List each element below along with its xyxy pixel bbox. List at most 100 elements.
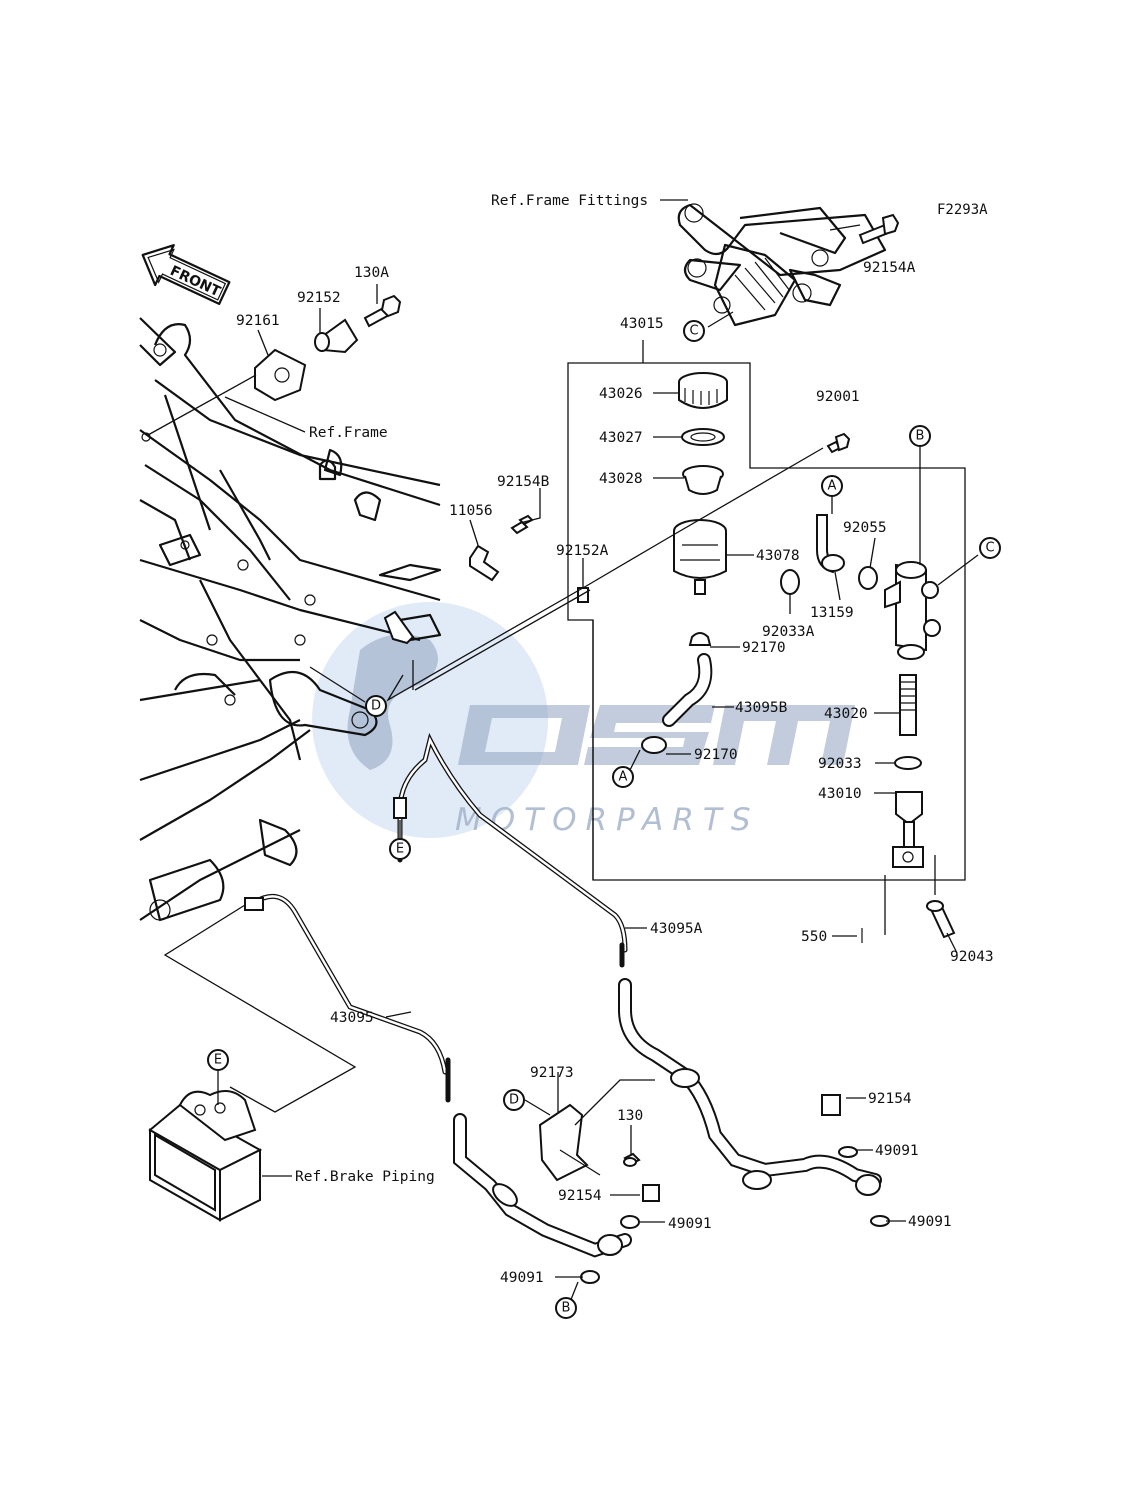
- bolt-92154B: [510, 520, 529, 535]
- label-92055: 92055: [843, 520, 887, 536]
- svg-text:A: A: [828, 479, 837, 494]
- pipe-43095A: [398, 736, 627, 952]
- banjo-lower-right: [855, 1174, 881, 1196]
- label-92173: 92173: [530, 1065, 574, 1081]
- label-92154-right: 92154: [868, 1091, 912, 1107]
- motorcycle-frame: [139, 317, 442, 922]
- label-43095: 43095: [330, 1010, 374, 1026]
- reservoir-assembly: [641, 372, 728, 754]
- part-labels: Ref.Frame Fittings Ref.Frame Ref.Brake P…: [236, 193, 994, 1286]
- front-label: FRONT: [167, 263, 223, 300]
- circlip-92033: [894, 756, 922, 770]
- label-92154B: 92154B: [497, 474, 550, 490]
- label-49091-d: 49091: [908, 1214, 952, 1230]
- svg-text:D: D: [371, 699, 381, 714]
- svg-text:E: E: [214, 1053, 222, 1068]
- svg-text:B: B: [562, 1301, 571, 1316]
- label-92161: 92161: [236, 313, 280, 329]
- clip-92170-upper: [688, 632, 712, 646]
- label-92001: 92001: [816, 389, 860, 405]
- diaphragm-plate-43027: [681, 428, 725, 446]
- frame-mount-hardware: [254, 294, 402, 402]
- circlip-92033A: [780, 569, 800, 595]
- label-92154-left: 92154: [558, 1188, 602, 1204]
- label-43078: 43078: [756, 548, 800, 564]
- brake-lines: [244, 732, 890, 1284]
- banjo-bolt-92154-right: [821, 1094, 841, 1116]
- diagram-code: F2293A: [937, 202, 988, 218]
- leader-lines: [147, 199, 979, 1303]
- marker-D-bracket: D: [503, 1089, 525, 1111]
- label-550: 550: [801, 929, 827, 945]
- label-43020: 43020: [824, 706, 868, 722]
- label-43028: 43028: [599, 471, 643, 487]
- label-92033: 92033: [818, 756, 862, 772]
- marker-B-lower: B: [555, 1297, 577, 1319]
- svg-text:E: E: [396, 842, 404, 857]
- footrest-bracket: [677, 203, 900, 327]
- banjo-bolt-92154-left: [642, 1184, 660, 1202]
- bracket-92173: [538, 1103, 589, 1182]
- label-43010: 43010: [818, 786, 862, 802]
- label-92170-upper: 92170: [742, 640, 786, 656]
- label-92152: 92152: [297, 290, 341, 306]
- marker-E-pipe: E: [389, 838, 411, 860]
- label-49091-c: 49091: [875, 1143, 919, 1159]
- label-43027: 43027: [599, 430, 643, 446]
- front-arrow: FRONT: [141, 244, 231, 305]
- marker-A-upper: A: [821, 475, 843, 497]
- clamp-11056-group: [469, 514, 534, 582]
- piston-43020: [899, 674, 917, 736]
- label-11056: 11056: [449, 503, 493, 519]
- reservoir-cap-43026: [678, 372, 728, 409]
- screw-92001: [826, 432, 851, 454]
- label-92043: 92043: [950, 949, 994, 965]
- watermark: MOTORPARTS: [312, 602, 855, 838]
- master-cylinder: [780, 514, 956, 943]
- washer-49091-c: [838, 1146, 858, 1158]
- washer-49091-a: [620, 1215, 640, 1229]
- label-43015: 43015: [620, 316, 664, 332]
- label-43026: 43026: [599, 386, 643, 402]
- ref-frame-label: Ref.Frame: [309, 425, 388, 441]
- ref-brake-piping-label: Ref.Brake Piping: [295, 1169, 435, 1185]
- label-92033A: 92033A: [762, 624, 815, 640]
- label-92154A: 92154A: [863, 260, 916, 276]
- label-92152A: 92152A: [556, 543, 609, 559]
- ref-frame-fittings-label: Ref.Frame Fittings: [491, 193, 648, 209]
- marker-E-abs: E: [207, 1049, 229, 1071]
- o-ring-92055: [858, 566, 878, 590]
- marker-D-frame: D: [365, 695, 387, 717]
- clip-92170-lower: [641, 736, 667, 754]
- banjo-lower-left: [597, 1234, 623, 1256]
- label-92170-lower: 92170: [694, 747, 738, 763]
- hose-lower-right: [620, 980, 880, 1185]
- abs-unit: [148, 1090, 263, 1222]
- watermark-continent: [347, 634, 438, 770]
- svg-text:C: C: [689, 324, 698, 339]
- label-130A: 130A: [354, 265, 389, 281]
- bushing-13159: [821, 554, 845, 572]
- clamp-11056: [469, 544, 500, 582]
- hose-lower-left: [455, 1115, 630, 1256]
- clevis: [892, 846, 924, 868]
- pipe-43095: [253, 895, 447, 1074]
- svg-text:C: C: [985, 541, 994, 556]
- marker-C-cylinder: C: [979, 537, 1001, 559]
- svg-text:B: B: [916, 429, 925, 444]
- label-13159: 13159: [810, 605, 854, 621]
- diaphragm-43028: [682, 465, 724, 495]
- watermark-logo: [458, 705, 855, 765]
- marker-B-upper: B: [909, 425, 931, 447]
- label-43095B: 43095B: [735, 700, 788, 716]
- reservoir-43078: [673, 519, 727, 595]
- frame-bracket: [383, 610, 415, 645]
- label-130: 130: [617, 1108, 643, 1124]
- label-49091-b: 49091: [500, 1270, 544, 1286]
- boot-43010: [895, 791, 923, 826]
- svg-text:D: D: [509, 1093, 519, 1108]
- bracket-92161: [254, 348, 307, 402]
- marker-C-footrest: C: [683, 320, 705, 342]
- svg-text:A: A: [619, 770, 628, 785]
